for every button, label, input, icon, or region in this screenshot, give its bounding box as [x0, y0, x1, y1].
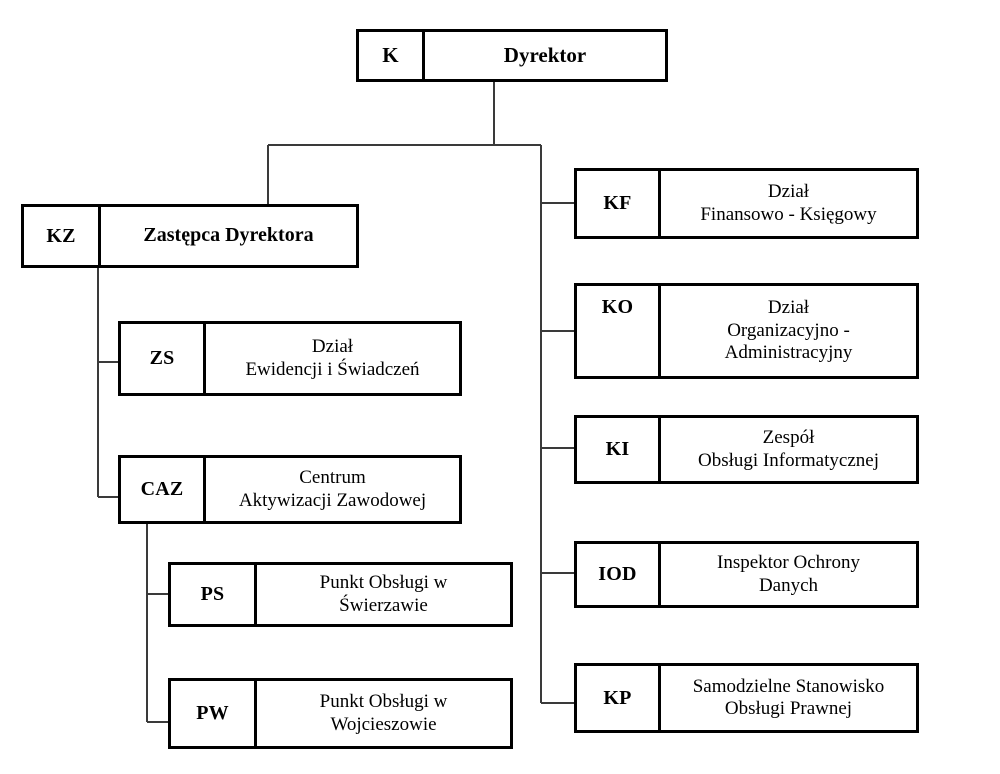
node-label-line: Obsługi Prawnej: [724, 698, 853, 719]
node-code-ki: KI: [577, 418, 661, 481]
node-dyrektor[interactable]: K Dyrektor: [356, 29, 668, 82]
node-code-ps: PS: [171, 565, 257, 624]
node-code-kz: KZ: [24, 207, 101, 265]
node-code-k: K: [359, 32, 425, 79]
node-label-kf: Dział Finansowo - Księgowy: [661, 171, 916, 236]
node-label-line: Wojcieszowie: [330, 713, 437, 735]
node-label-line: Dyrektor: [503, 43, 587, 68]
node-label-line: Samodzielne Stanowisko: [692, 675, 885, 697]
node-label-ps: Punkt Obsługi w Świerzawie: [257, 565, 510, 624]
node-label-line: Zespół: [762, 427, 815, 449]
node-label-line: Zastępca Dyrektora: [143, 224, 314, 247]
node-kp[interactable]: KP Samodzielne Stanowisko Obsługi Prawne…: [574, 663, 919, 733]
node-kf[interactable]: KF Dział Finansowo - Księgowy: [574, 168, 919, 239]
node-iod[interactable]: IOD Inspektor Ochrony Danych: [574, 541, 919, 608]
node-code-caz: CAZ: [121, 458, 206, 521]
node-ki[interactable]: KI Zespół Obsługi Informatycznej: [574, 415, 919, 484]
node-label-line: Organizacyjno -: [727, 319, 850, 341]
node-code-iod: IOD: [577, 544, 661, 605]
node-label-line: Dział: [767, 181, 810, 203]
node-label-line: Świerzawie: [339, 594, 428, 616]
node-label-line: Punkt Obsługi w: [319, 572, 448, 594]
node-code-pw: PW: [171, 681, 257, 746]
node-label-line: Aktywizacji Zawodowej: [238, 489, 427, 511]
node-zastepca-dyrektora[interactable]: KZ Zastępca Dyrektora: [21, 204, 359, 268]
node-code-kp: KP: [577, 666, 661, 730]
node-label-line: Centrum: [299, 467, 366, 489]
node-label-kp: Samodzielne Stanowisko Obsługi Prawnej: [661, 666, 916, 730]
node-label-iod: Inspektor Ochrony Danych: [661, 544, 916, 605]
node-label-ko: Dział Organizacyjno - Administracyjny: [661, 286, 916, 376]
node-label-pw: Punkt Obsługi w Wojcieszowie: [257, 681, 510, 746]
node-ko[interactable]: KO Dział Organizacyjno - Administracyjny: [574, 283, 919, 379]
node-caz[interactable]: CAZ Centrum Aktywizacji Zawodowej: [118, 455, 462, 524]
node-label-line: Danych: [758, 574, 819, 596]
node-code-zs: ZS: [121, 324, 206, 393]
node-label-zastepca-dyrektora: Zastępca Dyrektora: [101, 207, 356, 265]
node-label-line: Administracyjny: [724, 342, 853, 364]
node-label-line: Dział: [311, 336, 354, 358]
node-zs[interactable]: ZS Dział Ewidencji i Świadczeń: [118, 321, 462, 396]
node-label-line: Dział: [767, 297, 810, 319]
node-ps[interactable]: PS Punkt Obsługi w Świerzawie: [168, 562, 513, 627]
node-label-caz: Centrum Aktywizacji Zawodowej: [206, 458, 459, 521]
node-label-ki: Zespół Obsługi Informatycznej: [661, 418, 916, 481]
node-label-line: Ewidencji i Świadczeń: [245, 358, 420, 380]
node-label-line: Obsługi Informatycznej: [698, 449, 879, 471]
node-label-dyrektor: Dyrektor: [425, 32, 665, 79]
node-code-kf: KF: [577, 171, 661, 236]
node-label-line: Punkt Obsługi w: [319, 691, 448, 713]
node-pw[interactable]: PW Punkt Obsługi w Wojcieszowie: [168, 678, 513, 749]
node-code-ko: KO: [577, 286, 661, 376]
node-label-line: Inspektor Ochrony: [717, 552, 860, 574]
node-label-zs: Dział Ewidencji i Świadczeń: [206, 324, 459, 393]
node-label-line: Finansowo - Księgowy: [700, 203, 877, 225]
